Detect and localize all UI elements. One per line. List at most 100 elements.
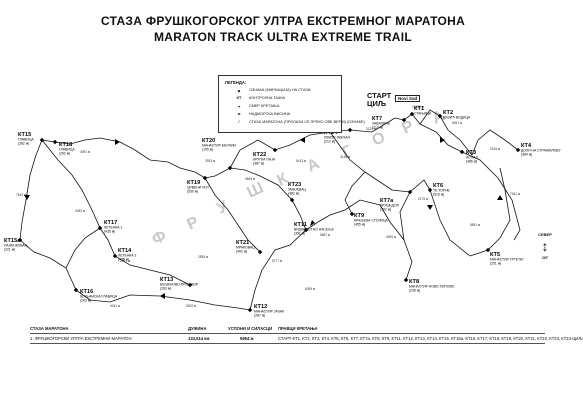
segment-distance: 5200 м: [186, 304, 196, 308]
direction-arrow-icon: [300, 137, 305, 143]
region-letter: Р: [400, 118, 417, 138]
checkpoint-id: КТ17: [104, 220, 117, 226]
direction-arrow-icon: [24, 195, 30, 200]
checkpoint-altitude: (195 м): [202, 148, 213, 152]
checkpoint-marker-icon: [39, 137, 45, 143]
checkpoint-id: КТ22: [253, 152, 266, 158]
checkpoint-name: МАНАСТИР НОВО ХОПОВО: [409, 285, 455, 289]
checkpoint-marker-icon: [347, 127, 353, 133]
checkpoint-name: ПАЛЕНКОВАЦ: [4, 244, 28, 248]
start-finish-label: СТАРТ ЦИЉ: [367, 92, 391, 108]
region-letter: Ф: [150, 227, 170, 248]
marker-diamond-icon: ◆: [237, 89, 241, 93]
checkpoint-name: ЗАВАЛИЧЕ: [372, 122, 391, 126]
segment-distances: 12001 м 5061 м 3145 м 7061 м 8891 м 2175…: [16, 105, 520, 308]
segment-distance: 4041 м: [110, 304, 120, 308]
checkpoint-marker-icon: [403, 277, 409, 283]
checkpoint-marker-icon: [289, 197, 295, 203]
map-title-english: MARATON TRACK ULTRA EXTREME TRAIL: [153, 30, 413, 44]
legend-item-label: СМЕР КРЕТАЊА: [249, 104, 280, 108]
map-title-serbian: СТАЗА ФРУШКОГОРСКОГ УЛТРА ЕКСТРЕМНОГ МАР…: [100, 14, 466, 28]
checkpoint-altitude: (351 м): [294, 232, 305, 236]
segment-distance: 3645 м: [245, 177, 255, 181]
direction-arrow-icon: [440, 137, 445, 143]
checkpoint-id: КТ7а: [380, 198, 394, 204]
segment-distance: 6095 м: [305, 287, 315, 291]
table-cell-elevation: 5954 м: [240, 336, 254, 341]
checkpoint-altitude: (516 м): [433, 193, 444, 197]
checkpoint-id: КТ4: [521, 143, 532, 149]
legend-title: ЛЕГЕНДА:: [225, 80, 247, 85]
region-letter: У: [215, 198, 232, 218]
checkpoint-id: КТ18: [59, 142, 72, 148]
segment-distance: 7061 м: [510, 192, 520, 196]
table-header-directions: ПРАВЦИ КРЕТАЊА: [278, 326, 318, 331]
checkpoint-altitude: (287 м): [254, 314, 265, 318]
checkpoint-id: КТ14: [118, 248, 132, 254]
direction-arrow-icon: [160, 293, 165, 299]
legend-item-label: КОНТРОЛНА ТАЧКА: [249, 96, 286, 100]
checkpoint-name: КРАЉЕВА СТОЛИЦА: [354, 219, 388, 223]
segment-distance: 3120 м: [366, 127, 376, 131]
checkpoint-marker-icon: [409, 111, 415, 117]
segment-distance: 5867 м: [320, 233, 330, 237]
checkpoint-name: АСПАЛ: [466, 156, 478, 160]
table-cell-track-name: 1. ФРУШКОГОРСКИ УЛТРА ЕКСТРЕМНИ МАРАТОН: [30, 336, 132, 341]
segment-distance: 9413 м: [296, 159, 306, 163]
checkpoint-altitude: (263 м): [80, 299, 91, 303]
checkpoint-marker-icon: [52, 139, 58, 145]
checkpoint-name: ИЗВОР ЗВЕЧАН: [324, 136, 351, 140]
direction-arrow-icon: ➔: [237, 105, 241, 109]
table-header-track: СТАЗА МАРАТОНА: [30, 326, 69, 331]
checkpoint-name: ЛЕТЕНКА 1: [104, 226, 122, 230]
table-divider: [30, 333, 545, 334]
table-header-length: ДУЖИНА: [188, 326, 207, 331]
checkpoint-marker-icon: [112, 253, 118, 259]
checkpoint-id: КТ15а: [4, 238, 21, 244]
checkpoint-altitude: (251 м): [490, 262, 501, 266]
checkpoint-name: КРУГЛА ПАЈА: [253, 158, 276, 162]
checkpoint-marker-icon: [17, 237, 23, 243]
direction-arrow-icon: [427, 205, 433, 210]
direction-arrows: [24, 137, 503, 299]
checkpoint-name: ГЛАВИЦА: [59, 148, 75, 152]
checkpoint-marker-icon: [485, 247, 491, 253]
checkpoint-id: КТ19: [187, 180, 200, 186]
table-cell-length: 133,614 км: [188, 336, 210, 341]
segment-distance: 5777 м: [272, 259, 282, 263]
checkpoint-name: ГЛАВИЦА: [18, 138, 34, 142]
segment-distance: 8891 м: [470, 223, 480, 227]
compass-arrow-icon: ↕: [541, 238, 549, 254]
checkpoint-marker-icon: [515, 147, 521, 153]
checkpoint-id: КТ13: [160, 277, 173, 283]
checkpoint-altitude: (212 м): [324, 140, 335, 144]
checkpoint-id: КТ20: [202, 138, 215, 144]
checkpoint-id: КТ12: [254, 304, 267, 310]
checkpoint-id: КТ11: [294, 222, 307, 228]
compass-north: СЕВЕР: [538, 232, 552, 237]
checkpoint-altitude: (262 м): [59, 152, 70, 156]
checkpoint-altitude: (302 м): [380, 208, 391, 212]
table-cell-directions: СТАРТ-КТ1, КТ2, КТ3, КТ4, КТ5, КТ6, КТ7,…: [278, 336, 583, 341]
checkpoint-name: ЗМАЈЕВАЦ: [288, 188, 307, 192]
direction-arrow-icon: [115, 139, 120, 145]
region-letter: А: [305, 155, 323, 175]
marathon-track: [19, 109, 521, 311]
finish-label: ЦИЉ: [367, 99, 387, 108]
checkpoint-id: КТ5: [490, 252, 500, 258]
checkpoint-name: ЦРВЕНИ ЧОТ: [187, 186, 209, 190]
legend-item-label: НАДМОРСКА ВИСИНА: [249, 112, 291, 116]
start-place-badge: Novi Sad: [395, 95, 421, 102]
track-line-icon: ∕: [238, 120, 240, 124]
checkpoint-marker-icon: [303, 227, 309, 233]
checkpoint-name: ЛЕТЕНКА 2: [118, 254, 136, 258]
checkpoint-name: МАНАСТИР ЈАЗАК: [254, 310, 284, 314]
checkpoint-id: КТ16: [80, 289, 93, 295]
segment-distance: 3145 м: [340, 155, 350, 159]
direction-arrow-icon: [497, 195, 503, 200]
checkpoint-id: КТ6: [433, 183, 443, 189]
checkpoint-name: ДОЛИ НА СТРАЖИЛОВУ: [521, 149, 561, 153]
checkpoint-name: ТЕ ТОРНЕ: [433, 189, 451, 193]
region-letter: Ш: [245, 179, 267, 201]
checkpoint-name: МРАКОВАЦ: [236, 246, 255, 250]
